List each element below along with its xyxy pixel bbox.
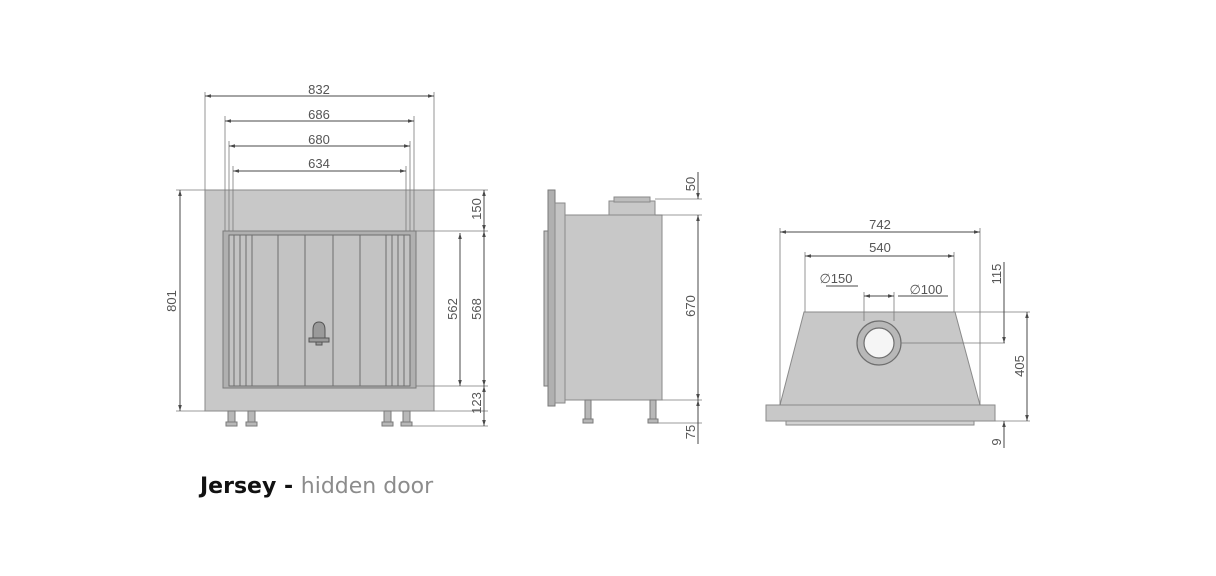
dim-top-depth: 405 (1012, 355, 1027, 377)
dim-front-door-outer: 568 (469, 298, 484, 320)
door-handle-icon (308, 321, 330, 346)
front-door-slats (233, 235, 405, 386)
front-view: 832 686 680 634 801 150 562 568 123 (164, 82, 488, 427)
dim-front-opening-c: 634 (308, 156, 330, 171)
side-body (564, 214, 663, 401)
top-base-lip (785, 420, 975, 426)
top-view: 742 540 ∅150 ∅100 115 405 9 (765, 217, 1030, 448)
side-flue-collar (608, 200, 656, 216)
side-front-plate (547, 189, 556, 407)
dim-side-collar-height: 50 (683, 177, 698, 191)
top-base-plate (765, 404, 996, 422)
dim-top-flue-small: ∅100 (909, 282, 942, 297)
dim-top-flue-spacing: 540 (869, 240, 891, 255)
caption-model: Jersey (200, 474, 277, 499)
side-flue-collar-top (613, 196, 651, 203)
caption-separator: - (276, 474, 301, 499)
dim-front-top-band: 150 (469, 198, 484, 220)
side-view: 50 670 75 (543, 172, 702, 444)
product-caption: Jersey - hidden door (200, 474, 433, 499)
dim-front-total-width: 832 (308, 82, 330, 97)
dim-top-flue-large: ∅150 (819, 271, 852, 286)
dim-side-body-height: 670 (683, 295, 698, 317)
dim-front-total-height: 801 (164, 290, 179, 312)
dim-top-total-width: 742 (869, 217, 891, 232)
side-legs (582, 399, 659, 424)
side-body-inner (554, 202, 566, 404)
dim-top-offset: 115 (989, 264, 1004, 285)
dim-side-leg-height: 75 (683, 425, 698, 439)
front-legs (225, 410, 413, 427)
top-flue-inner (863, 327, 895, 359)
dim-front-door-inner: 562 (445, 298, 460, 320)
side-door-hinge (543, 230, 549, 387)
dim-front-opening-b: 680 (308, 132, 330, 147)
dim-front-opening-a: 686 (308, 107, 330, 122)
dim-top-base-thickness: 9 (989, 438, 1004, 445)
dim-front-bottom-band: 123 (469, 392, 484, 414)
caption-variant: hidden door (300, 474, 434, 499)
front-door-panel (228, 234, 411, 387)
